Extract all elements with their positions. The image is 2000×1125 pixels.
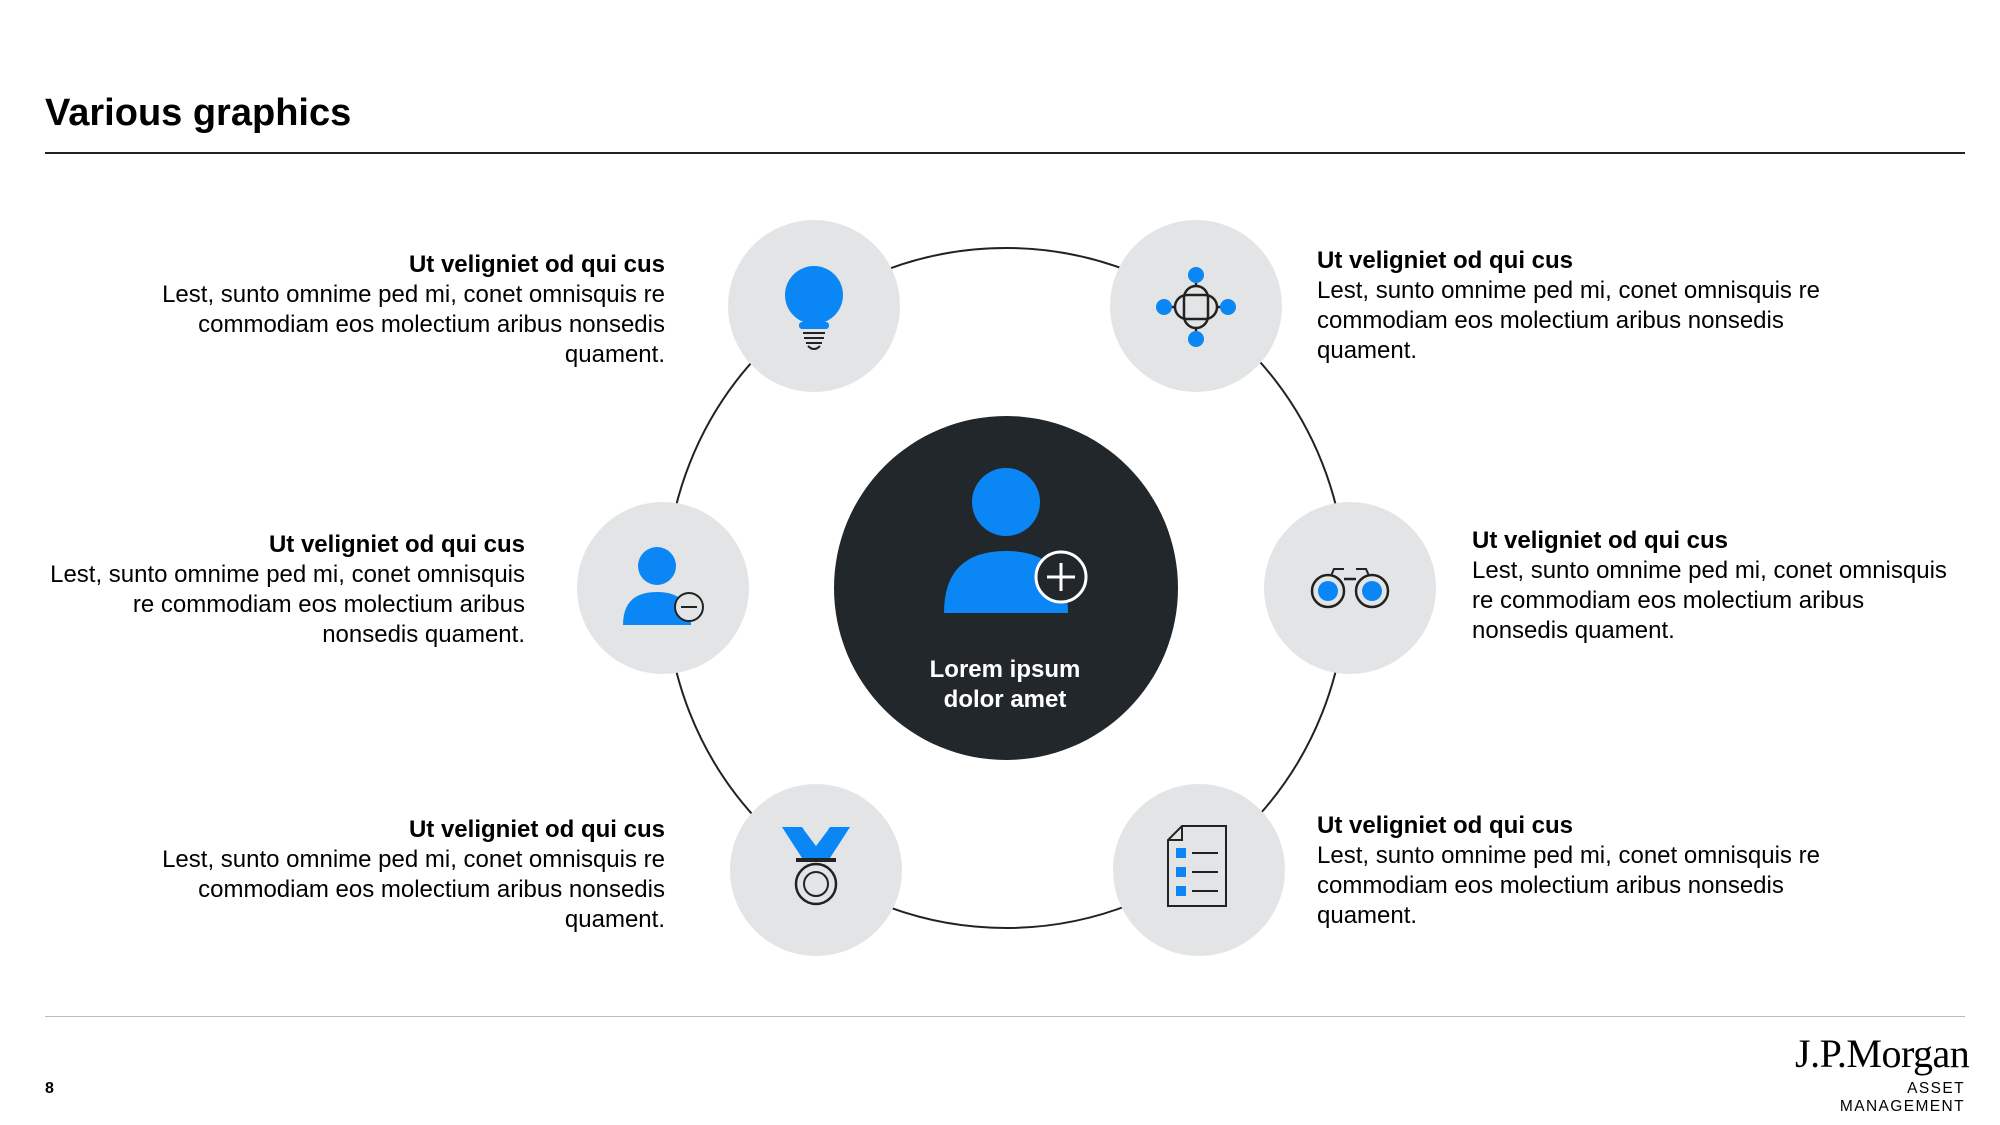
- page-number: 8: [45, 1080, 54, 1097]
- item-heading: Ut veligniet od qui cus: [408, 816, 665, 843]
- lightbulb-icon: [785, 266, 843, 350]
- item-text-top-left: Ut veligniet od qui cus Lest, sunto omni…: [145, 250, 665, 370]
- medal-icon: [782, 827, 850, 906]
- item-body: Lest, sunto omnime ped mi, conet omnisqu…: [50, 561, 525, 648]
- page-title: Various graphics: [45, 92, 352, 134]
- node-checklist-bg: [1113, 784, 1285, 956]
- item-body: Lest, sunto omnime ped mi, conet omnisqu…: [1317, 277, 1820, 364]
- center-label-line2: dolor amet: [943, 686, 1067, 713]
- item-body: Lest, sunto omnime ped mi, conet omnisqu…: [1472, 557, 1947, 644]
- node-connection-bg: [1110, 220, 1282, 392]
- item-heading: Ut veligniet od qui cus: [1317, 247, 1574, 274]
- footer-divider: [45, 1016, 1965, 1017]
- checklist-icon: [1167, 825, 1227, 907]
- item-text-middle-left: Ut veligniet od qui cus Lest, sunto omni…: [40, 530, 525, 650]
- binoculars-icon: [1310, 568, 1390, 609]
- node-binoculars-bg: [1264, 502, 1436, 674]
- item-heading: Ut veligniet od qui cus: [1317, 812, 1574, 839]
- item-body: Lest, sunto omnime ped mi, conet omnisqu…: [1317, 842, 1820, 929]
- node-medal-bg: [730, 784, 902, 956]
- logo-subtitle: ASSET MANAGEMENT: [1839, 1080, 1965, 1115]
- person-add-icon: [944, 468, 1088, 613]
- center-label-line1: Lorem ipsum: [929, 656, 1081, 683]
- jpmorgan-logo: J.P.Morgan ASSET MANAGEMENT: [1795, 1031, 1970, 1116]
- node-person-remove-bg: [577, 502, 749, 674]
- item-text-middle-right: Ut veligniet od qui cus Lest, sunto omni…: [1472, 526, 1957, 646]
- item-text-top-right: Ut veligniet od qui cus Lest, sunto omni…: [1317, 246, 1837, 366]
- connection-icon: [1156, 267, 1236, 347]
- item-text-bottom-right: Ut veligniet od qui cus Lest, sunto omni…: [1317, 811, 1837, 931]
- logo-name: J.P.Morgan: [1795, 1031, 1970, 1076]
- item-body: Lest, sunto omnime ped mi, conet omnisqu…: [162, 846, 665, 933]
- person-remove-icon: [623, 547, 704, 625]
- center-label: Lorem ipsum dolor amet: [880, 655, 1130, 715]
- item-heading: Ut veligniet od qui cus: [408, 251, 665, 278]
- item-text-bottom-left: Ut veligniet od qui cus Lest, sunto omni…: [145, 815, 665, 935]
- item-heading: Ut veligniet od qui cus: [1472, 527, 1729, 554]
- item-body: Lest, sunto omnime ped mi, conet omnisqu…: [162, 281, 665, 368]
- title-divider: [45, 152, 1965, 154]
- item-heading: Ut veligniet od qui cus: [268, 531, 525, 558]
